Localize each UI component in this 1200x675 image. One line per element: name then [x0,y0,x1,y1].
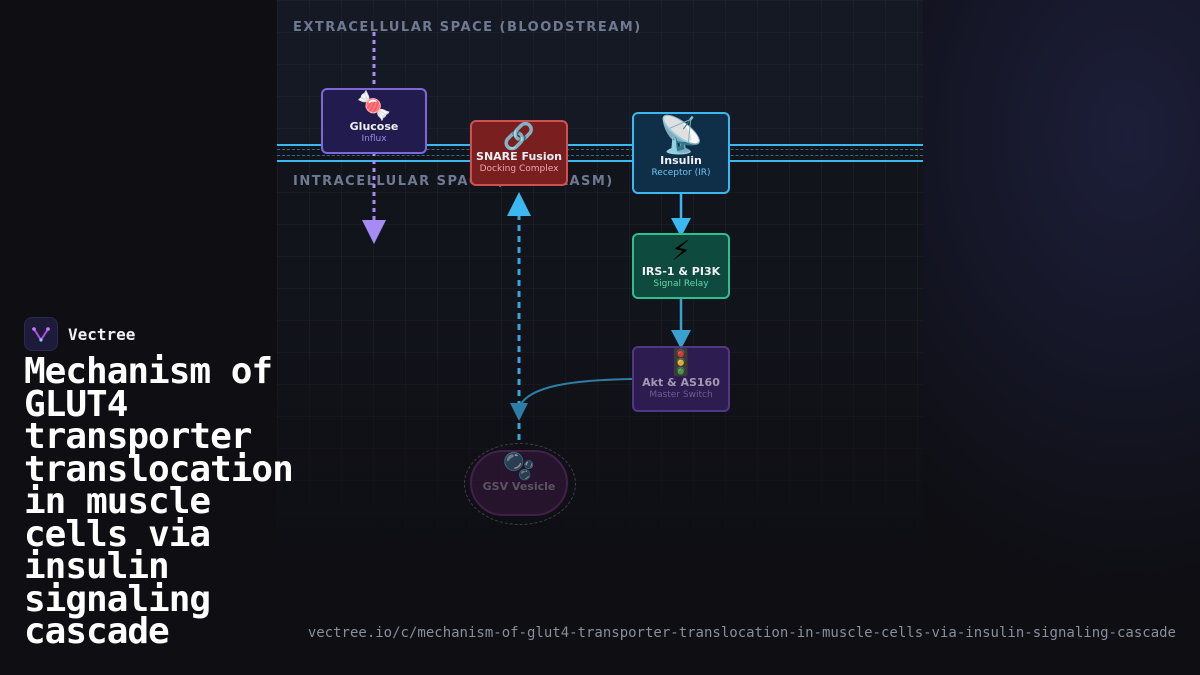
satellite-icon: 📡 [658,115,704,156]
insulin-title: Insulin [660,154,702,167]
glucose-subtitle: Influx [361,134,387,144]
akt-subtitle: Master Switch [649,390,713,400]
akt-to-vesicle-path [518,378,633,409]
glucose-influx-arrowhead [362,220,386,244]
insulin-to-irs-arrowhead [671,218,691,237]
membrane-outer-line [277,144,923,146]
akt-to-vesicle-arrowhead [510,403,528,421]
link-icon: 🔗 [502,122,536,152]
akt-title: Akt & AS160 [642,376,720,389]
membrane-dash-inner [277,155,923,156]
snare-subtitle: Docking Complex [479,164,559,174]
brand-name: Vectree [68,324,136,344]
panel-fade [277,300,923,560]
brand[interactable]: Vectree [24,317,135,351]
irs-subtitle: Signal Relay [653,279,709,289]
snare-arrowhead [507,192,531,216]
candy-icon: 🍬 [356,89,392,122]
snare-node[interactable]: 🔗 SNARE Fusion Docking Complex [470,120,568,186]
extracellular-label: EXTRACELLULAR SPACE (BLOODSTREAM) [293,20,642,35]
traffic-light-icon: 🚦 [664,348,698,378]
irs-title: IRS-1 & PI3K [641,265,721,278]
vectree-logo-icon [24,317,58,351]
page-title: Mechanism of GLUT4 transporter transloca… [24,351,294,652]
gsv-vesicle-node[interactable]: 🫧 GSV Vesicle [470,450,568,516]
akt-as160-node[interactable]: 🚦 Akt & AS160 Master Switch [632,346,730,412]
snare-title: SNARE Fusion [476,150,562,163]
irs-pi3k-node[interactable]: ⚡ IRS-1 & PI3K Signal Relay [632,233,730,299]
bubbles-icon: 🫧 [502,452,536,482]
source-url[interactable]: vectree.io/c/mechanism-of-glut4-transpor… [307,625,1176,641]
lightning-icon: ⚡ [671,234,691,267]
membrane-inner-line [277,160,923,162]
insulin-subtitle: Receptor (IR) [651,168,711,178]
gsv-title: GSV Vesicle [482,480,556,493]
diagram-panel: EXTRACELLULAR SPACE (BLOODSTREAM) INTRAC… [277,0,923,560]
connector-layer [362,32,691,444]
insulin-receptor-node[interactable]: 📡 Insulin Receptor (IR) [632,112,730,194]
membrane-dash-outer [277,149,923,150]
irs-to-akt-arrowhead [671,330,691,349]
glucose-node[interactable]: 🍬 Glucose Influx [321,88,427,154]
glucose-title: Glucose [349,120,399,133]
gsv-vesicle-ring [464,443,576,525]
